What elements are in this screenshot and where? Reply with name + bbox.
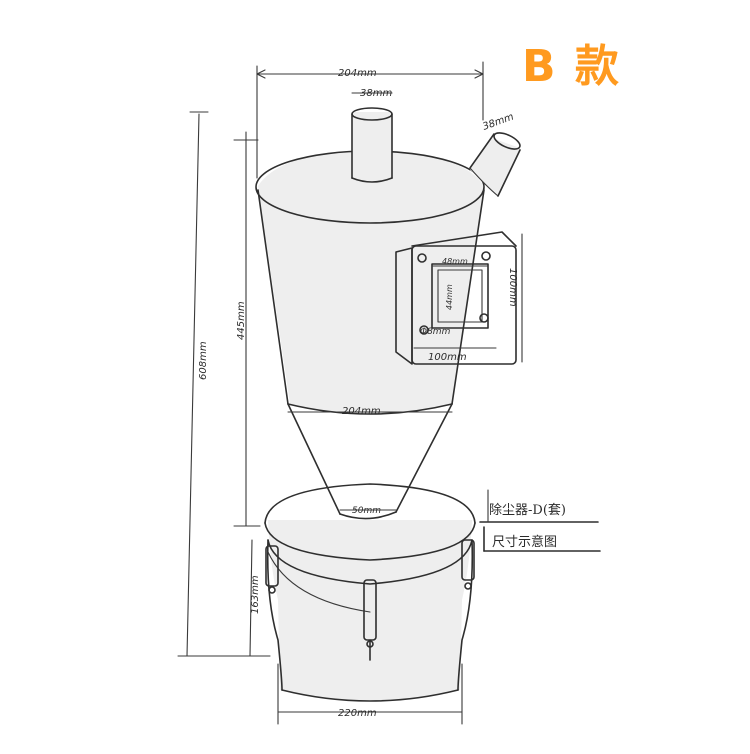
dim-side-pipe: 38mm <box>481 111 515 132</box>
cyclone-body <box>255 150 485 520</box>
dim-total-height: 608mm <box>198 341 209 380</box>
dim-flange-height: 100mm <box>507 268 518 307</box>
outlet-pipe <box>351 107 393 184</box>
dim-top-width: 204mm <box>338 68 377 79</box>
callout-name: 除尘器-D(套) <box>489 502 566 518</box>
dim-bucket-height: 163mm <box>250 575 261 614</box>
dim-cone-top-width: 204mm <box>342 406 381 417</box>
dim-bucket-width: 220mm <box>338 708 377 719</box>
dim-hole-dia: Φ8mm <box>420 327 451 337</box>
dimension-lines <box>177 61 601 725</box>
dust-bucket <box>264 483 476 702</box>
dim-flange-inner-height: 44mm <box>445 284 454 310</box>
side-inlet-pipe <box>469 132 521 197</box>
model-badge: B 款 <box>522 41 621 92</box>
dim-cone-outlet: 50mm <box>352 506 381 516</box>
dim-body-height: 445mm <box>236 301 247 340</box>
dim-flange-width: 100mm <box>428 352 467 363</box>
side-flange <box>395 231 517 365</box>
callout-note: 尺寸示意图 <box>492 534 557 550</box>
dim-flange-inner-width: 48mm <box>442 257 468 266</box>
dim-outlet-pipe: 38mm <box>360 88 392 99</box>
